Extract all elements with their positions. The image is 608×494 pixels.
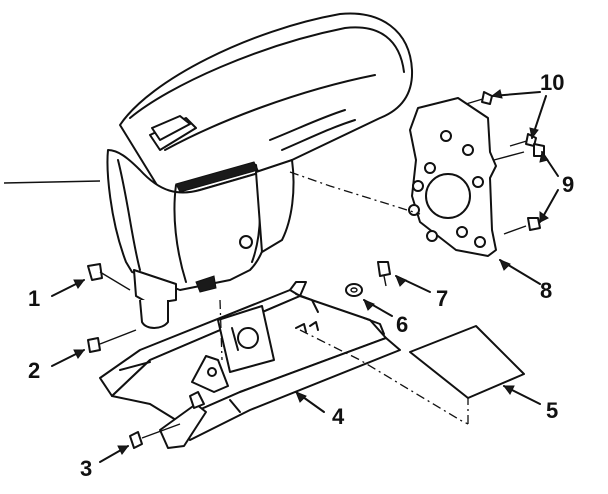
screw-2	[87, 329, 137, 353]
callout-4: 4	[332, 404, 345, 429]
screw-9a	[493, 143, 545, 161]
alignment-line-plate	[289, 171, 421, 215]
screw-1	[87, 263, 131, 291]
adapter-plate	[408, 97, 497, 257]
edge-line	[3, 180, 101, 184]
callout-3: 3	[80, 456, 92, 481]
screw-10a	[465, 91, 493, 105]
screw-3	[129, 423, 181, 449]
base-shoe	[99, 281, 401, 449]
leader-lines	[51, 89, 559, 463]
callout-1: 1	[28, 286, 40, 311]
callout-2: 2	[28, 358, 40, 383]
screw-7	[377, 261, 391, 287]
alignment-line-sheet	[299, 329, 469, 425]
callout-8: 8	[540, 278, 552, 303]
callout-10: 10	[540, 70, 564, 95]
callout-7: 7	[436, 286, 448, 311]
insert-sheet	[409, 325, 525, 399]
washer-6	[345, 283, 363, 297]
screw-9b	[503, 217, 541, 235]
motor-housing	[106, 12, 414, 329]
callout-6: 6	[396, 312, 408, 337]
callout-5: 5	[546, 398, 558, 423]
callout-9: 9	[562, 172, 574, 197]
